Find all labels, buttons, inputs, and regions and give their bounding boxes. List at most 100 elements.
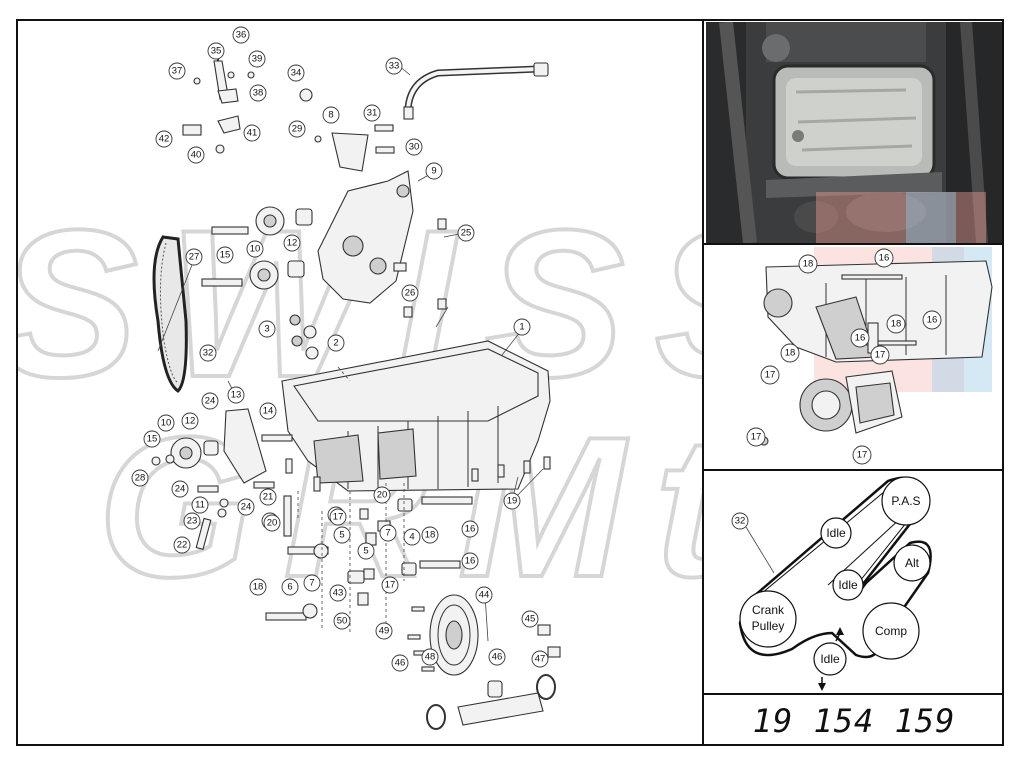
callout-number: 27 <box>189 252 200 263</box>
sump-detail <box>765 260 993 363</box>
pulley-idle-mid <box>832 569 864 601</box>
callout-7: 7 <box>303 574 321 592</box>
exploded-view: SWISS GRMt <box>0 21 797 744</box>
callout-number: 17 <box>751 432 762 443</box>
inset-callout-18: 18 <box>798 254 818 274</box>
callout-number: 10 <box>250 244 261 255</box>
exploded-view-drawing: SWISS GRMt <box>0 26 797 730</box>
callout-number: 46 <box>492 652 503 663</box>
callout-39: 39 <box>248 50 266 68</box>
callout-number: 15 <box>220 250 231 261</box>
callout-43: 43 <box>329 584 347 602</box>
pulley-idle-top-label: Idle <box>826 526 846 540</box>
callout-number: 16 <box>465 524 476 535</box>
callout-37: 37 <box>168 62 186 80</box>
callout-number: 5 <box>339 530 344 541</box>
callout-number: 13 <box>231 390 242 401</box>
callout-16: 16 <box>461 520 479 538</box>
pulley-idle-bottom <box>813 642 847 676</box>
callout-number: 37 <box>172 66 183 77</box>
inset-callout-17: 17 <box>870 345 890 365</box>
callout-number: 4 <box>409 532 414 543</box>
callout-number: 12 <box>185 416 196 427</box>
callout-number: 39 <box>252 54 263 65</box>
engine-photo <box>706 22 1002 243</box>
callout-number: 34 <box>291 68 302 79</box>
pulley-pas-label: P.A.S <box>891 494 920 508</box>
pulley-crank <box>739 590 797 648</box>
callout-number: 35 <box>211 46 222 57</box>
panel-divider <box>702 19 704 746</box>
callout-48: 48 <box>421 648 439 666</box>
callout-number: 16 <box>927 315 938 326</box>
callout-number: 16 <box>879 253 890 264</box>
callout-28: 28 <box>131 469 149 487</box>
drive-belt <box>152 235 188 393</box>
belt-routing-diagram: P.A.S Idle Alt Idle Crank Pulley Comp Id… <box>706 473 1002 693</box>
callout-number: 18 <box>253 582 264 593</box>
callout-number: 33 <box>389 61 400 72</box>
callout-number: 23 <box>187 516 198 527</box>
callout-number: 14 <box>263 406 274 417</box>
pulley-crank-label-line2: Pulley <box>752 619 785 633</box>
callout-number: 48 <box>425 652 436 663</box>
callout-number: 12 <box>287 238 298 249</box>
pulley-comp-label: Comp <box>875 624 907 638</box>
callout-10: 10 <box>246 240 264 258</box>
callout-16: 16 <box>461 552 479 570</box>
callout-24: 24 <box>237 498 255 516</box>
callout-number: 30 <box>409 142 420 153</box>
callout-46: 46 <box>391 654 409 672</box>
callout-12: 12 <box>283 234 301 252</box>
callout-number: 7 <box>385 528 390 539</box>
bracket-13 <box>223 408 267 484</box>
callout-46: 46 <box>488 648 506 666</box>
callout-number: 3 <box>264 324 269 335</box>
callout-5: 5 <box>357 542 375 560</box>
callout-number: 29 <box>292 124 303 135</box>
pulley-idle-mid-label: Idle <box>838 578 858 592</box>
callout-45: 45 <box>521 610 539 628</box>
callout-number: 42 <box>159 134 170 145</box>
callout-44: 44 <box>475 586 493 604</box>
callout-number: 24 <box>241 502 252 513</box>
callout-number: 20 <box>377 490 388 501</box>
callout-3: 3 <box>258 320 276 338</box>
callout-20: 20 <box>373 486 391 504</box>
callout-number: 28 <box>135 473 146 484</box>
callout-26: 26 <box>401 284 419 302</box>
callout-number: 15 <box>147 434 158 445</box>
panel-divider <box>702 469 1004 471</box>
bracket-41 <box>217 115 241 134</box>
hose-48 <box>457 692 544 726</box>
callout-number: 17 <box>857 450 868 461</box>
callout-17: 17 <box>329 508 347 526</box>
callout-number: 41 <box>247 128 258 139</box>
callout-number: 49 <box>379 626 390 637</box>
callout-number: 5 <box>363 546 368 557</box>
pulley-idle-bottom-label: Idle <box>820 652 840 666</box>
belt-callout: 32 <box>731 512 749 530</box>
callout-47: 47 <box>531 650 549 668</box>
callout-number: 17 <box>333 512 344 523</box>
callout-1: 1 <box>513 318 531 336</box>
callout-number: 20 <box>267 518 278 529</box>
callout-number: 50 <box>337 616 348 627</box>
callout-13: 13 <box>227 386 245 404</box>
callout-number: 18 <box>891 319 902 330</box>
callout-17: 17 <box>381 576 399 594</box>
callout-7: 7 <box>379 524 397 542</box>
sump-bolts <box>285 456 551 492</box>
callout-50: 50 <box>333 612 351 630</box>
callout-9: 9 <box>425 162 443 180</box>
callout-35: 35 <box>207 42 225 60</box>
callout-number: 25 <box>461 228 472 239</box>
callout-number: 40 <box>191 150 202 161</box>
callout-10: 10 <box>157 414 175 432</box>
oil-sump <box>281 340 551 492</box>
callout-25: 25 <box>457 224 475 242</box>
